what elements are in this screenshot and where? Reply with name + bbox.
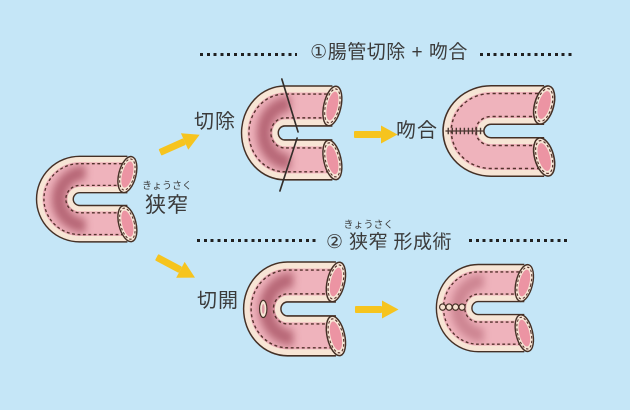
furigana-kyousaku: きょうさく [343,220,394,232]
anastomosed-intestine-illustration [438,78,576,188]
strictureplasty-intestine-illustration [432,257,552,363]
dotted-rule-left-bottom [197,239,317,242]
furigana-stenosis: きょうさく [142,181,192,192]
transverse-suture-rings [438,303,466,311]
section-title-resection-anastomosis: ①腸管切除 + 吻合 [310,42,468,63]
section-title-strictureplasty: ② きょうさく 狭窄 形成術 [326,212,452,254]
label-stenosis: きょうさく 狭窄 [140,181,194,218]
dotted-rule-left-top [200,53,297,56]
intestine-cut-lines-illustration [237,78,361,192]
title-prefix: ② [326,232,344,254]
incised-intestine-illustration [239,254,365,368]
title-suffix: 形成術 [393,232,453,254]
stenosed-intestine-illustration [32,149,156,253]
incision-slit [258,299,268,319]
title-kyousaku: 狭窄 [349,232,389,254]
arrow-down-right-icon [152,249,200,286]
dotted-rule-right-top [480,53,572,56]
resection-cut-lines [279,78,299,192]
label-stenosis-text: 狭窄 [145,194,189,217]
dotted-rule-right-bottom [469,239,569,242]
label-resection: 切除 [194,111,236,133]
arrow-up-right-icon [156,126,204,161]
label-anastomosis: 吻合 [396,120,438,142]
label-incision: 切開 [197,290,239,312]
